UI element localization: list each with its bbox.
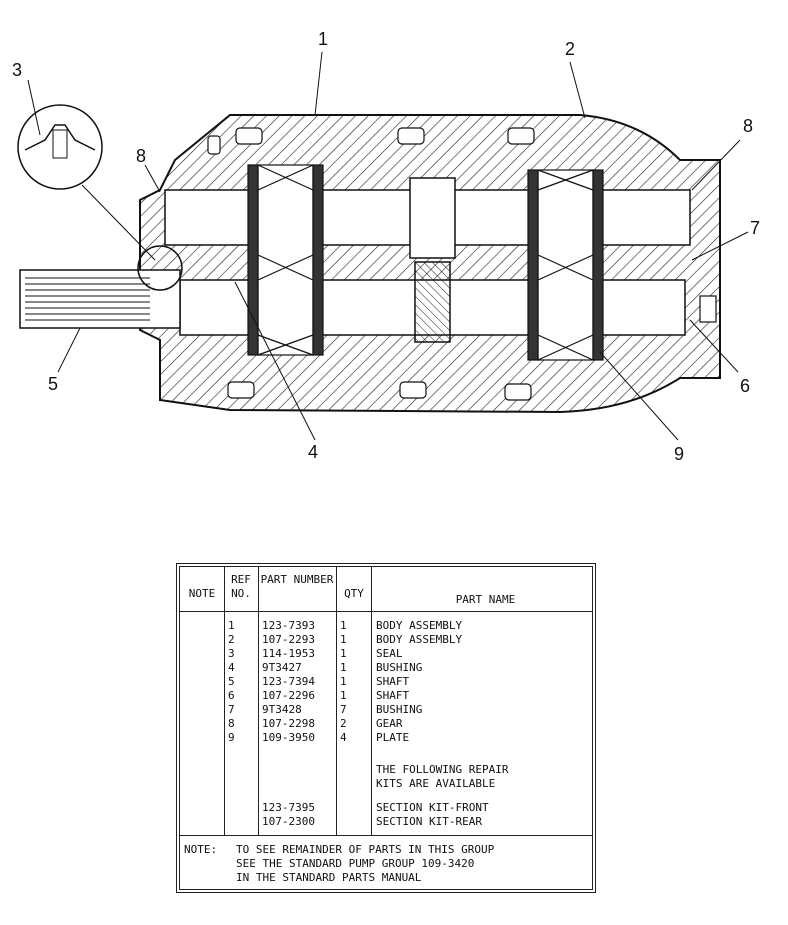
note-divider [180, 835, 592, 836]
row-ref: 2 [228, 633, 235, 646]
header-divider [180, 611, 592, 612]
row-qty: 1 [340, 675, 347, 688]
divider-ref [258, 567, 259, 835]
divider-qty [371, 567, 372, 835]
bolts [207, 127, 717, 401]
divider-part [336, 567, 337, 835]
row-name: BODY ASSEMBLY [376, 619, 463, 632]
row-part-number: 109-3950 [262, 731, 315, 744]
row-name: SHAFT [376, 689, 410, 702]
front-gears [247, 164, 324, 356]
row-part-number: 123-7393 [262, 619, 315, 632]
row-qty: 1 [340, 633, 347, 646]
kit-name: SECTION KIT-FRONT [376, 801, 489, 814]
row-part-number: 9T3428 [262, 703, 302, 716]
leader-lines [27, 51, 749, 441]
rear-gears [527, 169, 604, 361]
row-part-number: 123-7394 [262, 675, 315, 688]
pump-cross-section-diagram: 1 2 3 4 5 6 7 8 8 9 [12, 29, 760, 464]
row-qty: 7 [340, 703, 347, 716]
note-line-1: TO SEE REMAINDER OF PARTS IN THIS GROUP [236, 843, 495, 856]
callout-9: 9 [674, 444, 684, 464]
kit-part-number: 107-2300 [262, 815, 315, 828]
header-part-number: PART NUMBER [260, 573, 334, 586]
row-part-number: 107-2293 [262, 633, 315, 646]
row-name: GEAR [376, 717, 403, 730]
row-ref: 9 [228, 731, 235, 744]
row-ref: 8 [228, 717, 235, 730]
row-ref: 4 [228, 661, 235, 674]
row-name: BUSHING [376, 661, 423, 674]
callout-labels: 1 2 3 4 5 6 7 8 8 9 [12, 29, 760, 464]
note-label: NOTE: [184, 843, 218, 856]
callout-8-left: 8 [136, 146, 146, 166]
row-qty: 1 [340, 661, 347, 674]
row-part-number: 9T3427 [262, 661, 302, 674]
callout-5: 5 [48, 374, 58, 394]
row-name: BODY ASSEMBLY [376, 633, 463, 646]
divider-note [224, 567, 225, 835]
row-part-number: 114-1953 [262, 647, 315, 660]
callout-8-right: 8 [743, 116, 753, 136]
row-qty: 4 [340, 731, 347, 744]
callout-2: 2 [565, 39, 575, 59]
parts-table-inner: NOTE REF NO. PART NUMBER QTY PART NAME 1… [179, 566, 593, 890]
row-name: BUSHING [376, 703, 423, 716]
row-name: SEAL [376, 647, 403, 660]
callout-7: 7 [750, 218, 760, 238]
row-ref: 5 [228, 675, 235, 688]
kit-part-number: 123-7395 [262, 801, 315, 814]
kit-name: SECTION KIT-REAR [376, 815, 482, 828]
header-note: NOTE [188, 587, 216, 600]
header-qty: QTY [344, 587, 364, 600]
row-qty: 2 [340, 717, 347, 730]
note-line-3: IN THE STANDARD PARTS MANUAL [236, 871, 422, 884]
row-qty: 1 [340, 689, 347, 702]
row-ref: 6 [228, 689, 235, 702]
header-part-name: PART NAME [455, 593, 516, 606]
row-ref: 7 [228, 703, 235, 716]
row-name: PLATE [376, 731, 410, 744]
row-ref: 1 [228, 619, 235, 632]
callout-6: 6 [740, 376, 750, 396]
callout-3: 3 [12, 60, 22, 80]
kits-text-2: KITS ARE AVAILABLE [376, 777, 496, 790]
header-ref: REF NO. [231, 573, 251, 600]
row-part-number: 107-2296 [262, 689, 315, 702]
row-part-number: 107-2298 [262, 717, 315, 730]
row-ref: 3 [228, 647, 235, 660]
seal-detail-circle [17, 104, 183, 291]
callout-4: 4 [308, 442, 318, 462]
row-qty: 1 [340, 619, 347, 632]
row-name: SHAFT [376, 675, 410, 688]
note-line-2: SEE THE STANDARD PUMP GROUP 109-3420 [236, 857, 475, 870]
callout-1: 1 [318, 29, 328, 49]
center-divider [409, 177, 456, 343]
parts-table: NOTE REF NO. PART NUMBER QTY PART NAME 1… [176, 563, 596, 893]
kits-text-1: THE FOLLOWING REPAIR [376, 763, 509, 776]
splined-shaft [19, 269, 181, 329]
row-qty: 1 [340, 647, 347, 660]
